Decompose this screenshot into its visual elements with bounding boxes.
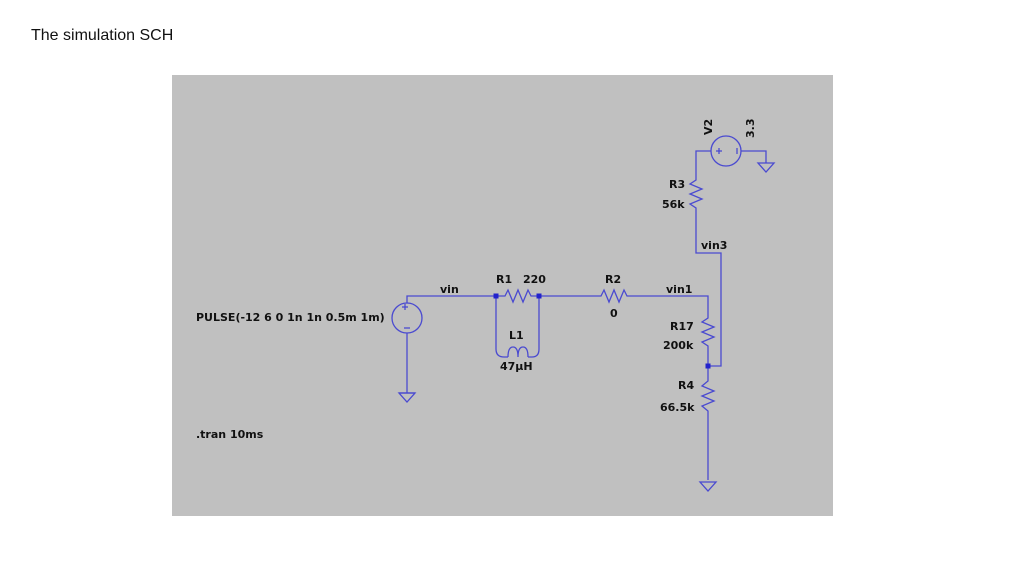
junction-r17-r4 xyxy=(705,363,711,369)
r1-name-label: R1 xyxy=(496,273,512,286)
r4-value-label: 66.5k xyxy=(660,401,695,414)
r3-resistor xyxy=(688,176,704,211)
wire-vin xyxy=(406,295,496,303)
v2-value-label: 3.3 xyxy=(744,119,757,139)
r4-name-label: R4 xyxy=(678,379,694,392)
r4-resistor xyxy=(700,366,716,480)
r1-resistor xyxy=(496,288,539,304)
slide-title: The simulation SCH xyxy=(31,27,174,44)
v2-name-label: V2 xyxy=(702,119,715,135)
net-label-vin: vin xyxy=(440,283,459,296)
r17-resistor xyxy=(700,313,716,366)
tran-directive: .tran 10ms xyxy=(196,428,264,441)
r17-name-label: R17 xyxy=(670,320,694,333)
wire-vin1 xyxy=(632,295,709,313)
l1-name-label: L1 xyxy=(509,329,524,342)
l1-value-label: 47µH xyxy=(500,360,533,373)
v1-spec-label: PULSE(-12 6 0 1n 1n 0.5m 1m) xyxy=(196,311,385,324)
r2-name-label: R2 xyxy=(605,273,621,286)
r2-resistor xyxy=(597,288,632,304)
ground-v2-icon xyxy=(756,162,776,173)
r3-name-label: R3 xyxy=(669,178,685,191)
r17-value-label: 200k xyxy=(663,339,694,352)
ground-v1-icon xyxy=(397,392,417,403)
l1-wire-right xyxy=(528,296,540,358)
ground-r4-icon xyxy=(698,481,718,492)
net-label-vin1: vin1 xyxy=(666,283,692,296)
r1-value-label: 220 xyxy=(523,273,546,286)
wire-v2-r3 xyxy=(695,150,711,176)
l1-inductor xyxy=(507,346,529,358)
r3-value-label: 56k xyxy=(662,198,685,211)
wire-v2-gnd xyxy=(741,150,767,163)
junction-r1-right xyxy=(536,293,542,299)
junction-r1-left xyxy=(493,293,499,299)
net-label-vin3: vin3 xyxy=(701,239,727,252)
r2-value-label: 0 xyxy=(610,307,618,320)
schematic-svg: PULSE(-12 6 0 1n 1n 0.5m 1m) vin R1 220 … xyxy=(196,119,776,492)
wire-vin3 xyxy=(695,211,722,367)
schematic-canvas: PULSE(-12 6 0 1n 1n 0.5m 1m) vin R1 220 … xyxy=(172,75,833,516)
l1-wire-left xyxy=(495,296,508,358)
